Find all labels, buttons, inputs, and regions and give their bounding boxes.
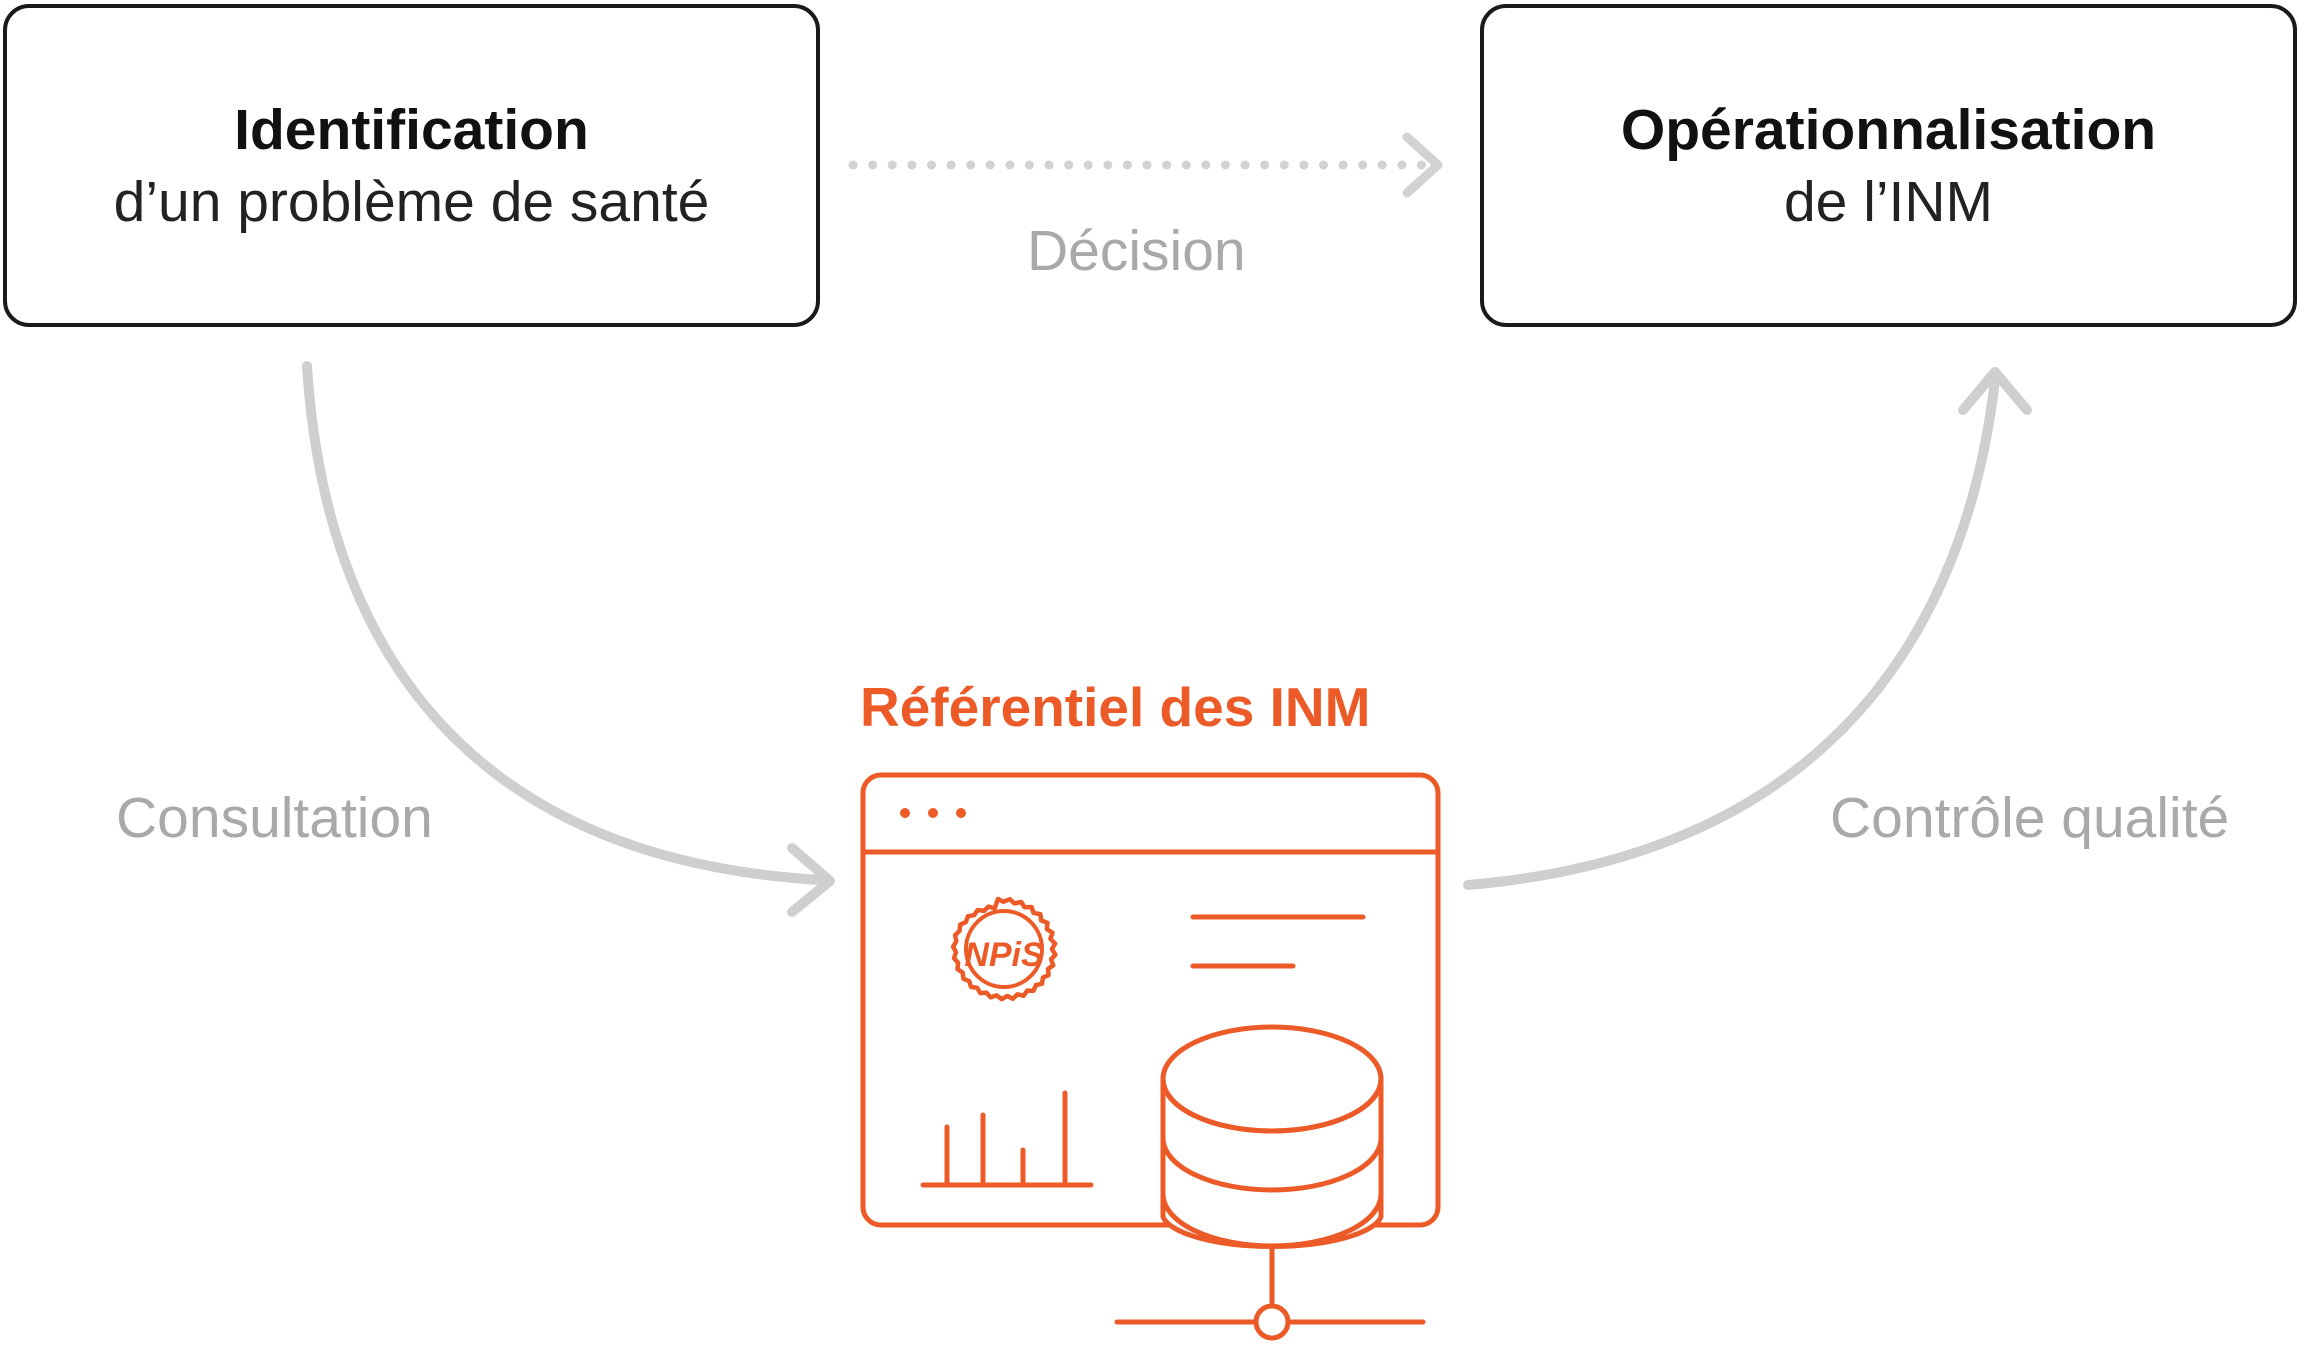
svg-text:NPiS: NPiS xyxy=(964,936,1044,974)
identification-subtitle: d’un problème de santé xyxy=(113,169,710,234)
npis-seal-icon: NPiS xyxy=(950,896,1058,1002)
browser-window-frame xyxy=(860,772,1441,1228)
operationnalisation-title: Opérationnalisation xyxy=(1620,97,2157,162)
network-connector-icon xyxy=(1114,1243,1426,1341)
identification-node: Identification d’un problème de santé xyxy=(3,4,820,327)
identification-title: Identification xyxy=(234,97,589,162)
controle-qualite-label: Contrôle qualité xyxy=(1830,786,2230,850)
bar-chart-icon xyxy=(920,1090,1094,1188)
controle-arrow xyxy=(1463,367,2032,890)
consultation-label: Consultation xyxy=(116,786,433,850)
operationnalisation-node: Opérationnalisation de l’INM xyxy=(1480,4,2297,327)
referentiel-title: Référentiel des INM xyxy=(860,676,1371,738)
decision-arrow xyxy=(848,132,1443,198)
consultation-arrow xyxy=(302,361,835,917)
operationnalisation-subtitle: de l’INM xyxy=(1783,169,1994,234)
database-cylinder-icon xyxy=(1160,1024,1384,1249)
database-window-icon: NPiS xyxy=(860,772,1441,1341)
decision-label: Décision xyxy=(1027,219,1246,283)
